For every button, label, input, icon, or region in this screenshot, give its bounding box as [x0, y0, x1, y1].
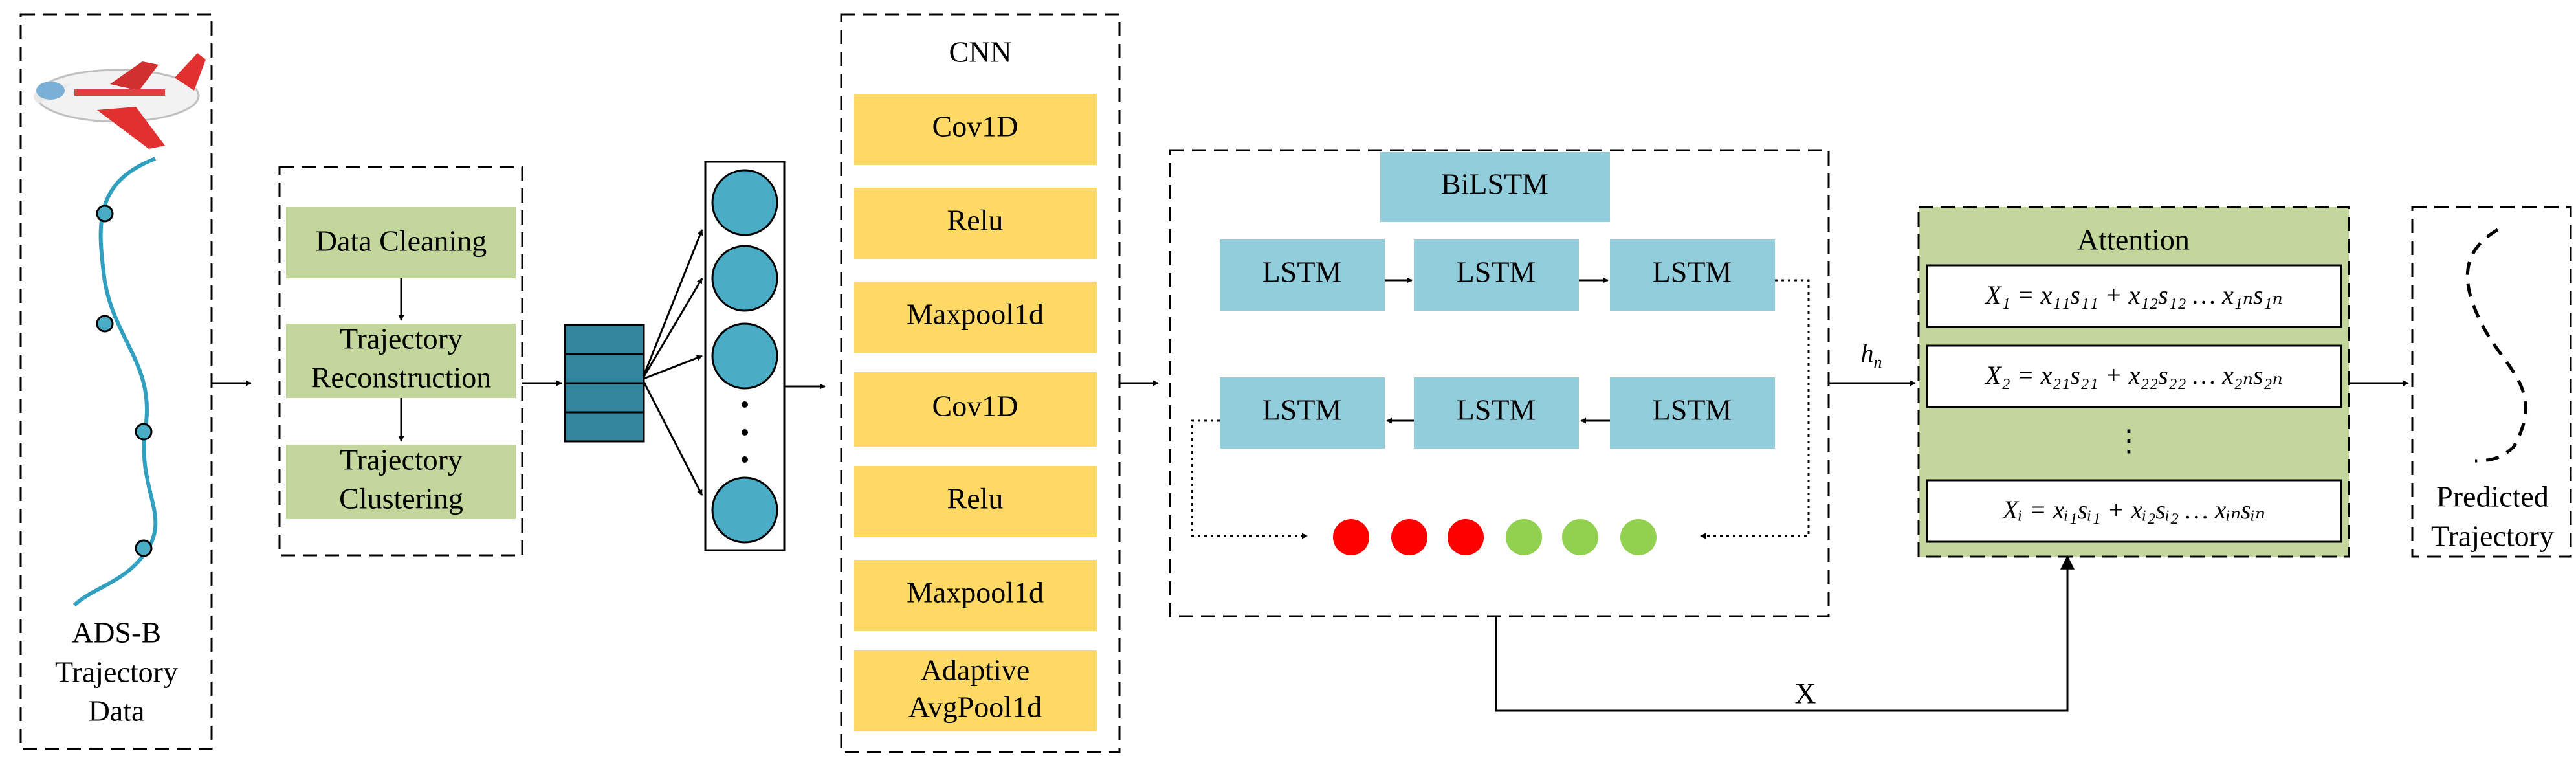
fan-arrow — [643, 229, 703, 376]
lstm-cell-forward — [1414, 239, 1579, 311]
airplane-icon — [34, 53, 206, 149]
hidden-state-dot — [1620, 519, 1657, 555]
hidden-state-dot — [1562, 519, 1598, 555]
bilstm-title: BiLSTM — [1441, 168, 1548, 201]
hidden-state-dot — [1333, 519, 1369, 555]
lstm-cell-label: LSTM — [1653, 256, 1732, 289]
neuron-ellipsis-dot — [742, 429, 748, 436]
cnn-title: CNN — [949, 36, 1011, 69]
cnn-layer-label: Relu — [947, 204, 1004, 237]
cnn-layer-label: Maxpool1d — [907, 298, 1044, 331]
neuron-node — [711, 476, 778, 544]
hidden-state-dot — [1506, 519, 1542, 555]
input-block-frame — [19, 13, 213, 750]
preprocess-step-clustering — [286, 445, 516, 519]
attention-formula: X₁ = x₁₁s₁₁ + x₁₂s₁₂ … x₁ₙs₁ₙ — [1984, 280, 2282, 309]
preprocess-step-label: Reconstruction — [311, 361, 492, 394]
attention-formula: Xᵢ = xᵢ₁sᵢ₁ + xᵢ₂sᵢ₂ … xᵢₙsᵢₙ — [2001, 495, 2265, 524]
preprocess-frame — [278, 166, 523, 557]
neuron-node — [711, 245, 778, 312]
hidden-state-dot — [1391, 519, 1427, 555]
output-frame — [2411, 206, 2572, 558]
attention-formula-row — [1926, 264, 2342, 328]
cnn-layer-label: Cov1D — [932, 110, 1018, 143]
preprocess-step-label: Trajectory — [340, 322, 463, 355]
cnn-layer-maxpool — [854, 560, 1097, 631]
attention-title: Attention — [2077, 223, 2190, 256]
lstm-cell-label: LSTM — [1457, 256, 1536, 289]
neuron-column-frame — [704, 161, 786, 551]
skip-connection-label: X — [1794, 677, 1816, 710]
output-label-line: Trajectory — [2431, 520, 2554, 553]
lstm-cell-label: LSTM — [1457, 394, 1536, 427]
lstm-cell-forward — [1220, 239, 1385, 311]
cnn-layer-label: Adaptive — [921, 654, 1030, 687]
hidden-output-label: hn — [1861, 339, 1882, 372]
attention-formula-row — [1926, 479, 2342, 543]
fan-arrow — [643, 355, 703, 380]
hidden-output-label-sub: n — [1874, 353, 1882, 372]
cnn-layer-label: Maxpool1d — [907, 576, 1044, 609]
attention-ellipsis: ⋮ — [2114, 425, 2144, 458]
cnn-layer-label: Relu — [947, 482, 1004, 515]
dotted-connector-backward — [1191, 419, 1308, 539]
cnn-layer-cov1d — [854, 94, 1097, 165]
input-label-line: Data — [89, 695, 145, 728]
neuron-ellipsis-dot — [742, 456, 748, 463]
lstm-cell-backward — [1220, 377, 1385, 449]
dotted-connector-forward — [1700, 279, 1810, 539]
trajectory-point — [135, 539, 153, 557]
output-label-line: Predicted — [2436, 480, 2549, 513]
lstm-cell-backward — [1414, 377, 1579, 449]
bilstm-title-box — [1380, 152, 1610, 222]
attention-formula: X₂ = x₂₁s₂₁ + x₂₂s₂₂ … x₂ₙs₂ₙ — [1984, 361, 2282, 390]
hidden-state-dot — [1448, 519, 1484, 555]
preprocess-step-reconstruction — [286, 324, 516, 398]
preprocess-step-label: Trajectory — [340, 443, 463, 476]
trajectory-point — [96, 205, 114, 223]
fan-arrow — [643, 381, 703, 496]
fan-arrow — [643, 278, 703, 377]
attention-formula-row — [1926, 344, 2342, 408]
preprocess-step-label: Clustering — [339, 482, 463, 515]
preprocess-step-data-cleaning — [286, 207, 516, 278]
input-label-line: ADS-B — [72, 616, 161, 649]
input-tensor-stack — [564, 324, 645, 443]
predicted-trajectory-curve — [2465, 228, 2527, 463]
preprocess-step-label: Data Cleaning — [316, 225, 487, 258]
lstm-cell-label: LSTM — [1262, 256, 1342, 289]
lstm-cell-forward — [1610, 239, 1775, 311]
cnn-layer-label: AvgPool1d — [908, 691, 1042, 724]
skip-connection-line — [1495, 555, 2075, 712]
lstm-cell-label: LSTM — [1653, 394, 1732, 427]
neuron-node — [711, 169, 778, 236]
cnn-layer-maxpool — [854, 282, 1097, 353]
neuron-ellipsis-dot — [742, 401, 748, 408]
cnn-layer-cov1d — [854, 372, 1097, 447]
cnn-layer-relu — [854, 188, 1097, 259]
lstm-cell-label: LSTM — [1262, 394, 1342, 427]
cnn-layer-label: Cov1D — [932, 390, 1018, 423]
trajectory-point — [135, 423, 153, 441]
trajectory-point — [96, 315, 114, 333]
lstm-cell-backward — [1610, 377, 1775, 449]
input-trajectory-curve — [72, 157, 158, 607]
cnn-layer-relu — [854, 466, 1097, 537]
cnn-layer-adaptive-avgpool — [854, 650, 1097, 731]
hidden-output-label-base: h — [1861, 339, 1874, 368]
neuron-node — [711, 322, 778, 390]
input-label-line: Trajectory — [55, 656, 178, 689]
